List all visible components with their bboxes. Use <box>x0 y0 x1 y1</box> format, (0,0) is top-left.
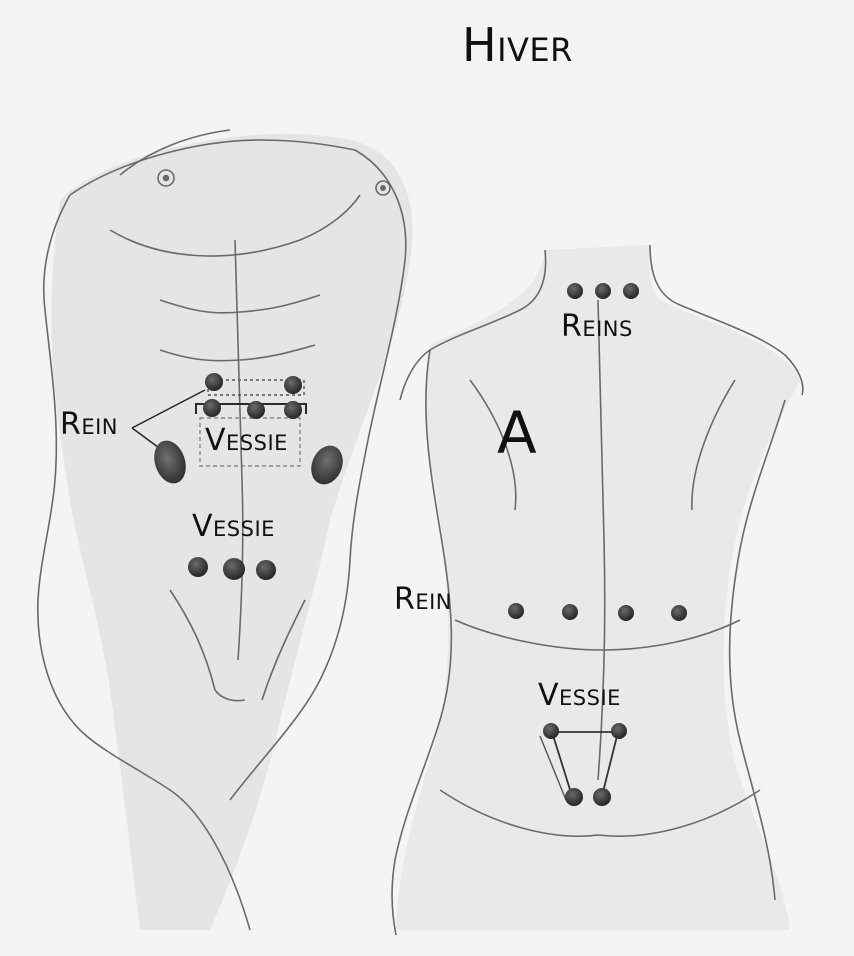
front-left-nipple-center <box>162 174 170 182</box>
front-upper-point-left <box>205 373 223 391</box>
front-markings <box>131 373 343 580</box>
label-front-vessie-lower: Vessie <box>192 509 275 544</box>
back-vessie-line-right <box>601 731 619 797</box>
back-torso-shading <box>395 245 800 930</box>
front-chest-line <box>109 194 361 257</box>
back-rein-point-3 <box>618 605 634 621</box>
front-lower-vessie-point-1 <box>188 557 208 577</box>
front-upper-dotted-box <box>207 379 305 396</box>
front-torso-left-outline <box>37 194 251 931</box>
page-title: Hiver <box>462 18 573 72</box>
back-vessie-line-outer <box>539 735 567 801</box>
front-torso-right-outline <box>229 149 407 801</box>
back-vessie-point-1 <box>543 723 559 739</box>
back-vessie-point-2 <box>611 723 627 739</box>
front-kidney-right <box>311 445 343 485</box>
back-rein-point-4 <box>671 605 687 621</box>
back-left-outline <box>391 349 453 936</box>
back-reins-point-3 <box>623 283 639 299</box>
label-front-vessie-upper: Vessie <box>205 423 288 458</box>
back-reins-point-1 <box>567 283 583 299</box>
front-lower-vessie-point-2 <box>223 558 245 580</box>
label-back-vessie: Vessie <box>538 678 621 713</box>
back-spine <box>597 299 606 781</box>
front-shoulder-line <box>69 139 356 196</box>
front-neck-line <box>119 129 231 176</box>
back-reins-point-2 <box>595 283 611 299</box>
back-right-outline <box>728 399 786 901</box>
back-rein-point-1 <box>508 603 524 619</box>
front-lower-vessie-point-3 <box>256 560 276 580</box>
front-vessie-dashed-box <box>199 417 301 467</box>
back-vessie-point-4 <box>593 788 611 806</box>
back-neck-right <box>649 244 804 396</box>
label-front-rein: Rein <box>60 407 119 442</box>
panel-letter: A <box>497 399 538 467</box>
front-rein-pointer-upper <box>131 389 206 429</box>
label-back-reins: Reins <box>561 309 633 344</box>
back-torso <box>391 244 804 936</box>
front-groin-lines <box>169 589 306 702</box>
front-ab-lines <box>159 294 321 362</box>
front-torso <box>37 129 413 931</box>
back-buttock-line <box>439 789 761 837</box>
back-markings <box>508 283 687 806</box>
back-waist-lines <box>454 619 741 651</box>
back-vessie-line-left <box>551 731 573 797</box>
back-vessie-point-3 <box>565 788 583 806</box>
front-torso-shading <box>51 133 413 931</box>
front-left-nipple <box>157 169 175 187</box>
front-upper-point-right <box>284 376 302 394</box>
front-midline <box>234 239 244 661</box>
front-kidney-left <box>154 440 186 484</box>
back-scapula-right <box>691 379 736 511</box>
front-right-nipple <box>375 180 391 196</box>
front-vessie-point-3 <box>284 401 302 419</box>
back-scapula-left <box>469 379 517 511</box>
front-vessie-point-1 <box>203 399 221 417</box>
label-back-rein: Rein <box>394 582 453 617</box>
back-neck-left <box>399 249 547 401</box>
back-rein-point-2 <box>562 604 578 620</box>
front-vessie-point-2 <box>247 401 265 419</box>
front-right-nipple-center <box>379 185 386 192</box>
